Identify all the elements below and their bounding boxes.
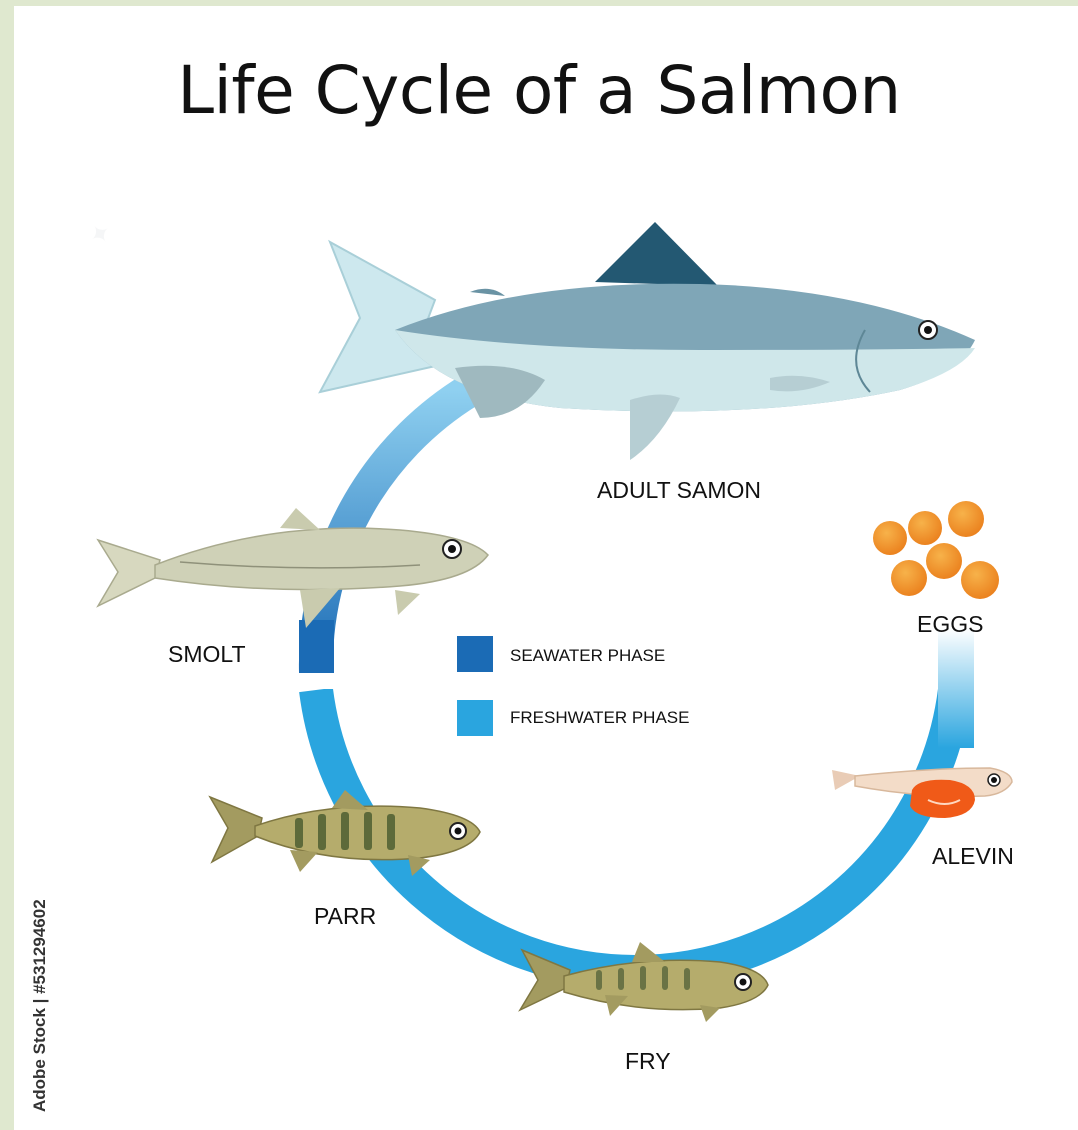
- stage-label-smolt: SMOLT: [168, 641, 246, 668]
- legend-swatch-freshwater: [457, 700, 493, 736]
- phase-gap: [295, 673, 345, 689]
- right-ring-segment: [938, 628, 974, 748]
- alevin-fish: [832, 768, 1012, 818]
- page-title: Life Cycle of a Salmon: [0, 52, 1078, 129]
- eggs-cluster: [873, 501, 999, 599]
- legend-label-freshwater: FRESHWATER PHASE: [510, 708, 689, 728]
- seawater-block: [299, 620, 334, 673]
- stage-label-parr: PARR: [314, 903, 376, 930]
- stage-label-adult: ADULT SAMON: [597, 477, 761, 504]
- stage-label-alevin: ALEVIN: [932, 843, 1014, 870]
- stock-credit: Adobe Stock | #531294602: [30, 899, 50, 1112]
- parr-fish: [210, 790, 480, 876]
- stage-label-eggs: EGGS: [917, 611, 983, 638]
- legend-label-seawater: SEAWATER PHASE: [510, 646, 665, 666]
- smolt-fish: [98, 508, 488, 628]
- stage-label-fry: FRY: [625, 1048, 671, 1075]
- legend-swatch-seawater: [457, 636, 493, 672]
